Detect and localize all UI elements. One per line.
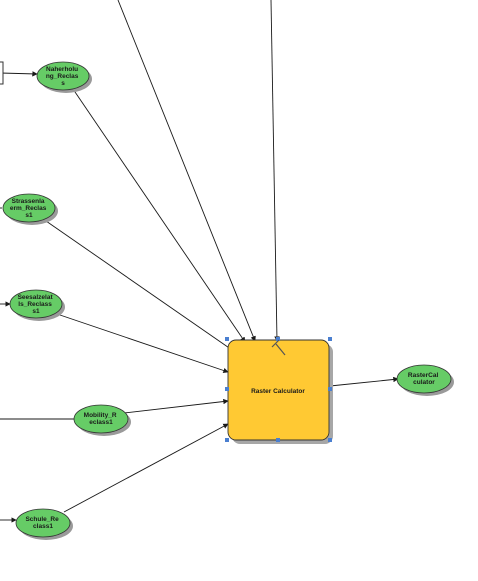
svg-text:Strassenla erm_Reclas: Strassenla erm_Reclas s1 [10, 198, 48, 219]
input-mobility[interactable]: Mobility_R eclass1 [73, 404, 131, 436]
connector-output[interactable] [329, 376, 399, 387]
output-rastercalculator[interactable]: RasterCal culator [396, 364, 454, 396]
output-label-line: RasterCal [408, 372, 439, 379]
input-label-line: class1 [33, 523, 53, 530]
svg-text:Naherholu ng_Reclas: Naherholu ng_Reclas s [46, 66, 80, 87]
input-label-line: Naherholu [46, 66, 78, 73]
hammer-icon [271, 339, 286, 356]
input-ellipse[interactable] [2, 193, 56, 223]
output-label-line: culator [413, 379, 435, 386]
input-label-line: s1 [32, 308, 40, 315]
input-naherholung[interactable]: Naherholu ng_Reclas s [36, 61, 92, 93]
input-label-line: Schule_Re [25, 516, 59, 523]
svg-text:Mobility_R eclass1: Mobility_R eclass1 [84, 412, 119, 426]
connector-stub-1[interactable] [0, 71, 38, 77]
input-label-line: eclass1 [89, 419, 113, 426]
input-ellipse[interactable] [15, 508, 71, 538]
selection-handles[interactable] [225, 337, 332, 442]
input-ellipse[interactable] [73, 404, 129, 434]
svg-text:RasterCal culator: RasterCal culator [408, 372, 440, 386]
connector-naherholung[interactable] [72, 88, 246, 343]
connectors [0, 0, 399, 523]
input-label-line: s [61, 80, 65, 87]
input-seesalzelatz[interactable]: Seesalzelat ls_Reclass s1 [9, 289, 65, 321]
tool-raster-calculator[interactable]: Raster Calculator [225, 337, 333, 444]
input-label-line: s1 [25, 212, 33, 219]
input-label-line: erm_Reclas [10, 205, 47, 212]
output-ellipse[interactable] [396, 364, 452, 394]
input-label-line: Mobility_R [84, 412, 117, 419]
connector-seesalzelatz[interactable] [59, 314, 229, 374]
input-strassenlaerm[interactable]: Strassenla erm_Reclas s1 [2, 193, 58, 225]
connector-top-right[interactable] [270, 0, 280, 342]
svg-text:Schule_Re class1: Schule_Re class1 [25, 516, 60, 530]
input-ellipse[interactable] [9, 289, 63, 319]
input-label-line: Seesalzelat [18, 294, 54, 301]
input-label-line: ng_Reclas [46, 73, 79, 80]
connector-top-left[interactable] [117, 0, 256, 342]
connector-mobility[interactable] [123, 398, 229, 414]
offscreen-process-edge[interactable] [0, 61, 4, 85]
connector-strassenlaerm[interactable] [45, 220, 236, 353]
input-ellipse[interactable] [36, 61, 90, 91]
tool-label: Raster Calculator [251, 388, 305, 395]
connector-schule[interactable] [63, 423, 229, 513]
input-label-line: Strassenla [12, 198, 45, 205]
input-label-line: ls_Reclass [18, 301, 52, 308]
svg-text:Seesalzelat ls_Reclass: Seesalzelat ls_Reclass s1 [18, 294, 55, 315]
input-schule[interactable]: Schule_Re class1 [15, 508, 73, 540]
